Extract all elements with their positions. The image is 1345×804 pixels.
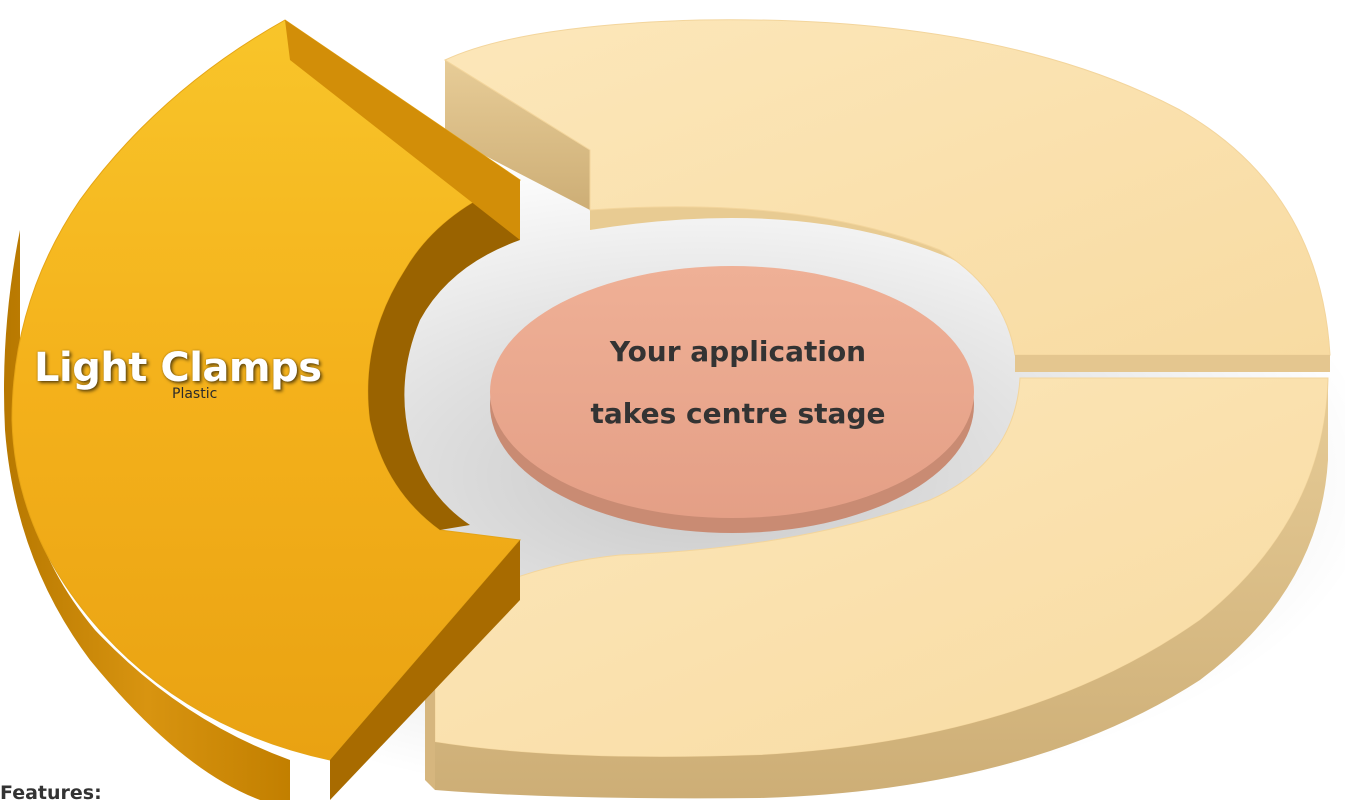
segment-top-right-rim	[1015, 355, 1330, 372]
center-text-line-1: Your application	[609, 335, 867, 368]
segment-left-inner-wall	[368, 180, 520, 530]
segment-left-side	[4, 230, 290, 800]
segment-bottom-right	[434, 377, 1329, 758]
center-text-line-2: takes centre stage	[590, 397, 886, 430]
segment-left-cut-top	[285, 20, 520, 240]
segment-bottom-right-side	[435, 378, 1328, 799]
segment-subtitle: Plastic	[172, 386, 218, 402]
features-heading: Features:	[0, 782, 102, 804]
segment-title: Light Clamps	[34, 345, 322, 391]
inner-wall-cream	[590, 203, 1020, 372]
center-disc	[490, 266, 974, 518]
segment-top-right	[443, 19, 1331, 356]
segment-left-cut-bottom	[330, 540, 520, 800]
segment-top-right-side	[445, 60, 590, 210]
